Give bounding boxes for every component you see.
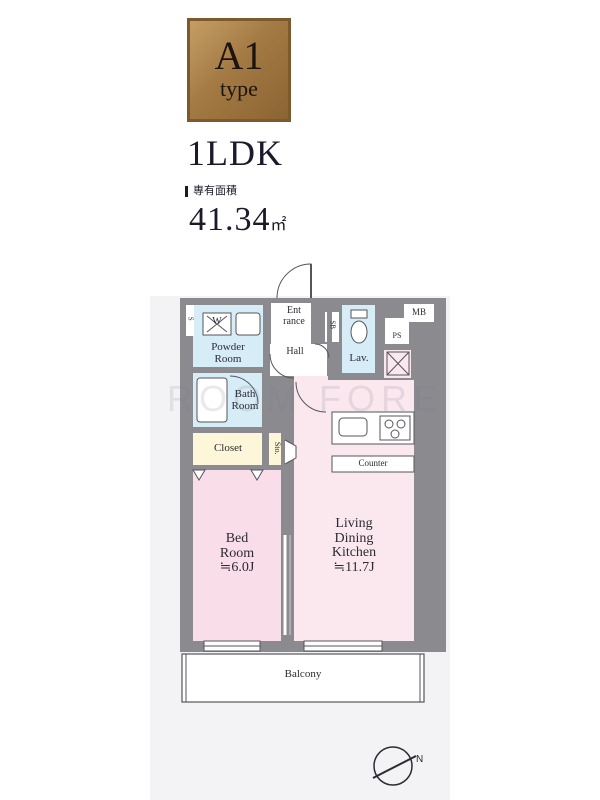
toilet-tank — [350, 309, 368, 319]
area-unit: ㎡ — [270, 217, 287, 234]
closet-door-right — [250, 469, 264, 481]
vanity — [235, 312, 261, 336]
hall-floor — [270, 344, 327, 376]
label-mb: MB — [411, 307, 426, 317]
bathtub — [196, 377, 228, 423]
burner-3 — [390, 429, 400, 439]
counter-bar — [331, 455, 415, 473]
wall-powder-bath — [193, 367, 263, 373]
label-washer: W — [212, 316, 222, 327]
wall-powder-hall — [263, 305, 270, 376]
label-closet: Closet — [213, 442, 243, 454]
storage-door — [284, 439, 297, 465]
compass-needle — [372, 755, 417, 779]
label-counter: Counter — [358, 458, 388, 468]
kitchen-sink — [338, 417, 368, 437]
label-s: S — [186, 316, 195, 321]
label-entrance: Ent rance — [283, 305, 305, 327]
ldk-door-swing — [295, 381, 327, 413]
burner-1 — [384, 419, 394, 429]
unit-type-code: A1 — [214, 33, 264, 78]
wall-closet-bed — [193, 465, 285, 470]
layout-title: 1LDK — [187, 133, 283, 173]
area-value: 41.34 — [189, 201, 271, 238]
wall-lav-left — [327, 305, 332, 376]
entrance-door-swing — [276, 263, 312, 299]
duct-x-2 — [386, 351, 410, 376]
label-lav: Lav. — [349, 352, 369, 364]
kitchen-stove — [379, 415, 411, 441]
label-bed-room: Bed Room ≒6.0J — [219, 531, 255, 576]
mb-floor — [404, 304, 434, 322]
unit-type-badge: A1 type — [187, 18, 291, 122]
ps-floor — [385, 318, 409, 344]
ldk-upper-floor — [330, 382, 414, 412]
compass-n-mark: N — [416, 754, 423, 765]
label-balcony: Balcony — [284, 668, 322, 680]
label-storage: Sto. — [273, 441, 283, 455]
hall-door-swing — [269, 353, 295, 379]
closet-floor — [193, 433, 262, 465]
wall-hall-bath — [262, 376, 294, 382]
wall-bed-ldk — [281, 433, 294, 641]
label-bath-room: Bath Room — [231, 388, 259, 412]
closet-door-left — [192, 469, 206, 481]
unit-type-word: type — [220, 76, 258, 101]
bedroom-floor — [193, 470, 281, 641]
label-powder-room: Powder Room — [211, 341, 245, 365]
label-hall: Hall — [286, 346, 304, 357]
bath-door-swing — [229, 375, 259, 405]
watermark: ROOM FORE — [167, 378, 443, 419]
burner-2 — [396, 419, 406, 429]
wall-lav-right — [375, 305, 382, 378]
area-value-row: 41.34㎡ — [189, 200, 287, 246]
wall-bath-right — [262, 376, 269, 433]
label-sb: SB — [328, 320, 337, 329]
s-closet-floor — [186, 305, 194, 336]
entrance-floor — [271, 303, 311, 344]
area-label-marker — [185, 186, 188, 197]
washer-cross-2 — [206, 315, 228, 333]
label-ps: PS — [392, 331, 402, 340]
balcony-floor — [181, 653, 425, 703]
area-label: 専有面積 — [193, 184, 237, 197]
wall-bath-closet — [193, 427, 285, 433]
lav-door-swing — [314, 343, 330, 359]
label-ldk: Living Dining Kitchen ≒11.7J — [331, 516, 377, 576]
toilet-bowl — [350, 320, 368, 344]
compass-ring — [373, 746, 413, 786]
